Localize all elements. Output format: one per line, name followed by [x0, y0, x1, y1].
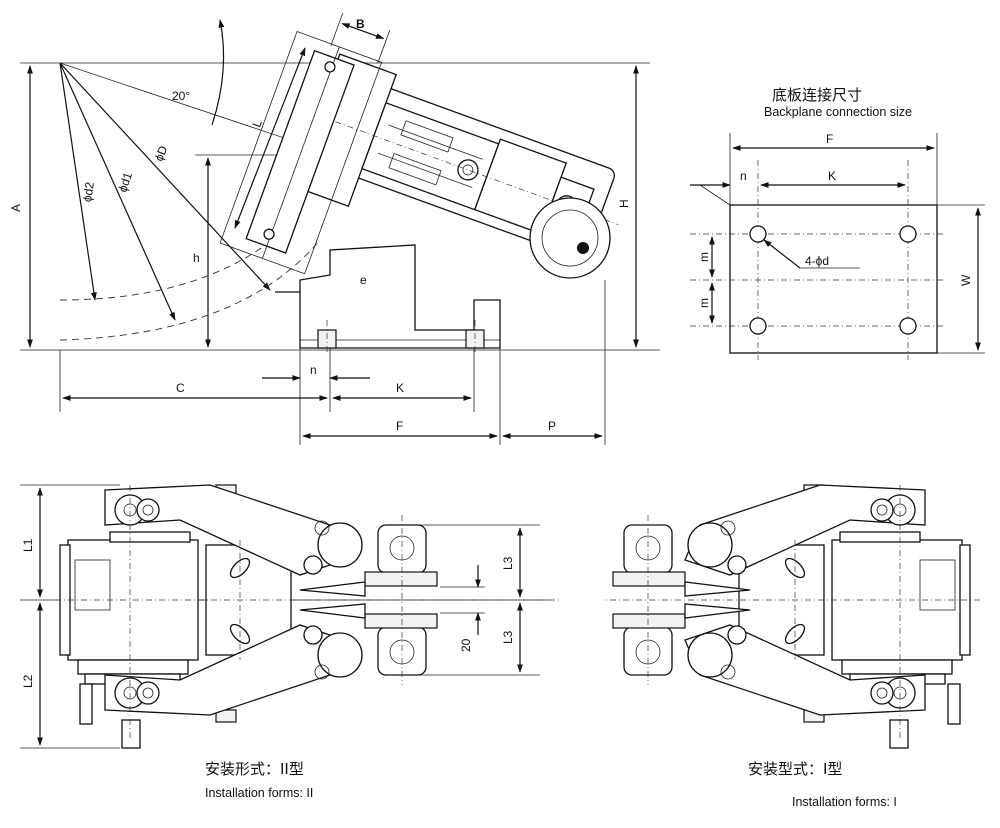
- dim-B-label: B: [356, 17, 365, 31]
- dim-L-label: L: [249, 118, 265, 129]
- dim-n-label: n: [310, 363, 317, 377]
- dim-h-label: h: [193, 251, 200, 265]
- fv2-gap-label: 20: [459, 638, 473, 652]
- angle-20-label: 20°: [172, 89, 190, 103]
- fv2-caption-en: Installation forms: II: [205, 786, 313, 800]
- bp-F-label: F: [826, 132, 833, 146]
- fv2-L3a-label: L3: [501, 556, 515, 570]
- dim-F-label: F: [396, 419, 403, 433]
- side-view: A B C ϕD ϕd1 ϕd2 20° L h e n K F P H: [9, 12, 660, 445]
- dim-d2-label: ϕd2: [80, 181, 97, 203]
- fv2-caption-cn: 安装形式：II型: [205, 760, 304, 778]
- dim-H-label: H: [617, 199, 631, 208]
- backplane-view: 底板连接尺寸 Backplane connection size: [690, 86, 985, 360]
- bp-K-label: K: [828, 169, 836, 183]
- dim-e-label: e: [360, 273, 367, 287]
- front-view-i: 安装型式：I型 Installation forms: I: [605, 484, 980, 809]
- bp-m2-label: m: [697, 298, 711, 308]
- backplane-title-en: Backplane connection size: [764, 105, 912, 119]
- bp-holes-label: 4-ϕd: [805, 254, 829, 268]
- fv2-L3b-label: L3: [501, 630, 515, 644]
- fv1-caption-cn: 安装型式：I型: [748, 760, 842, 778]
- fv2-L2-label: L2: [21, 674, 35, 688]
- dim-A-label: A: [9, 204, 23, 212]
- bp-m1-label: m: [697, 252, 711, 262]
- bp-n-label: n: [740, 169, 747, 183]
- dim-d1-label: ϕd1: [115, 170, 135, 194]
- bp-W-label: W: [959, 274, 973, 286]
- backplane-title-cn: 底板连接尺寸: [772, 86, 862, 104]
- dim-D-label: ϕD: [152, 143, 171, 163]
- front-view-ii: L1 L2 L3 L3 20 安装形式：II型 Installation for…: [20, 484, 560, 800]
- dim-P-label: P: [548, 419, 556, 433]
- fv1-caption-en: Installation forms: I: [792, 795, 897, 809]
- fv2-L1-label: L1: [21, 538, 35, 552]
- dim-K-label: K: [396, 381, 404, 395]
- dim-C-label: C: [176, 381, 185, 395]
